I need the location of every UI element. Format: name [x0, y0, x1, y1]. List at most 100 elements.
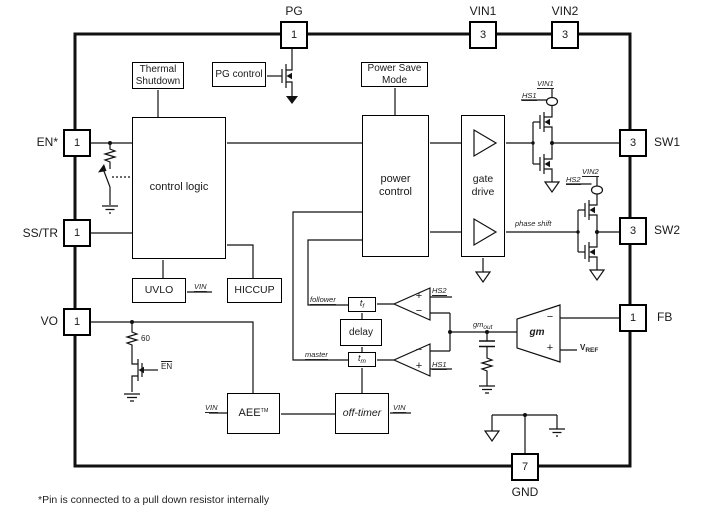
wire-master [292, 211, 362, 361]
pin-label-sw2: SW2 [654, 223, 681, 237]
sw1-power-stage [506, 89, 619, 194]
power-control-line2: control [378, 186, 413, 198]
block-control-logic: control logic [132, 117, 226, 259]
sw2-low-mosfet [578, 240, 598, 264]
thermal-line1: Thermal [139, 63, 177, 75]
comp-earth-ground [479, 385, 495, 394]
gate-drive-buffers [473, 128, 498, 284]
pin-en: 1 [63, 129, 91, 157]
net-vref: VREF [580, 343, 599, 354]
pin-label-en: EN* [36, 135, 58, 149]
gm-amp-label: gm [529, 327, 545, 338]
net-master: master [305, 350, 328, 360]
vo-discharge-resistor [124, 330, 140, 347]
pg-ground-arrow [286, 96, 298, 104]
pin-label-sw1: SW1 [654, 135, 681, 149]
sw1-ground [543, 181, 561, 194]
block-thermal-shutdown: Thermal Shutdown [132, 62, 184, 89]
en-earth-ground [102, 205, 118, 214]
vo-mosfet [131, 352, 138, 365]
pg-control-label: PG control [215, 68, 263, 80]
net-vin2: VIN2 [582, 167, 599, 177]
pin-label-vin2: VIN2 [551, 4, 579, 18]
gate-drive-ground [474, 271, 492, 284]
gm-plus: + [546, 342, 554, 354]
pin-pg: 1 [280, 21, 308, 49]
block-tf: tf [348, 297, 376, 312]
junction-dots [108, 141, 599, 417]
en-switch [102, 169, 111, 188]
gnd-earth-ground [549, 428, 565, 437]
hs1-current-sense [545, 96, 559, 107]
uvlo-label: UVLO [144, 284, 174, 297]
buffer-sw2 [473, 217, 498, 247]
block-delay: delay [340, 319, 382, 346]
net-follower: follower [310, 295, 336, 305]
sw1-low-mosfet [533, 152, 553, 176]
hs1-comparator-plus: + [415, 360, 423, 372]
pin-sstr: 1 [63, 219, 91, 247]
net-vin-offtimer: VIN [393, 403, 406, 413]
block-aee: AEETM [227, 393, 280, 434]
pulldown-resistor-value: 60 [141, 334, 150, 343]
hs1-comparator-minus: − [415, 344, 423, 356]
net-phase-shift: phase shift [515, 219, 552, 228]
control-logic-label: control logic [149, 181, 209, 194]
power-save-line2: Mode [381, 74, 407, 86]
pin-fb: 1 [619, 304, 647, 332]
block-pg-control: PG control [212, 62, 266, 87]
hiccup-label: HICCUP [234, 284, 275, 297]
gate-drive-line1: gate [472, 173, 494, 186]
tm-label: tm [358, 353, 366, 366]
net-hs1-fet: HS1 [522, 91, 537, 101]
block-uvlo: UVLO [132, 278, 186, 303]
pin-vin2: 3 [551, 21, 579, 49]
gmout-compensation [479, 332, 495, 394]
comparator-hs2 [392, 287, 431, 321]
wire-hiccup [227, 244, 254, 278]
net-gm-out: gmout [473, 320, 493, 331]
pin-label-fb: FB [657, 310, 673, 324]
block-tm: tm [348, 352, 376, 367]
gm-amplifier [516, 304, 619, 363]
en-pulldown-resistor [102, 147, 118, 164]
sw2-ground [588, 269, 606, 282]
aee-label: AEETM [238, 406, 269, 419]
off-timer-label: off-timer [342, 407, 382, 420]
hs2-current-sense [590, 185, 604, 195]
pin-label-gnd: GND [511, 485, 539, 499]
comp-resistor [479, 356, 495, 373]
net-hs1-comparator: HS1 [432, 360, 447, 370]
pin-label-sstr: SS/TR [22, 226, 58, 240]
block-power-save-mode: Power Save Mode [361, 62, 428, 87]
comparator-hs1 [392, 343, 431, 377]
delay-label: delay [349, 326, 373, 338]
pin-sw2: 3 [619, 217, 647, 245]
pin-vin1: 3 [469, 21, 497, 49]
gm-minus: − [546, 311, 554, 323]
block-hiccup: HICCUP [227, 278, 282, 303]
thermal-line2: Shutdown [135, 75, 181, 87]
net-en-bar: EN [161, 362, 173, 371]
pin-label-vo: VO [40, 314, 58, 328]
footnote: *Pin is connected to a pull down resisto… [38, 494, 270, 506]
hs2-comparator-minus: − [415, 305, 423, 317]
net-vin-aee: VIN [205, 403, 218, 413]
hs2-comparator-plus: + [415, 290, 423, 302]
power-save-line1: Power Save [367, 62, 422, 74]
gnd-network [483, 414, 565, 453]
tf-label: tf [359, 298, 365, 311]
pin-vo: 1 [63, 308, 91, 336]
vo-network [90, 321, 254, 402]
vo-earth-ground [124, 393, 140, 402]
sw2-high-mosfet [578, 198, 598, 222]
gate-drive-line2: drive [471, 186, 495, 198]
wire-en-to-control-logic [91, 142, 132, 205]
gnd-analog-ground [483, 430, 501, 443]
net-vin-uvlo: VIN [194, 282, 207, 292]
block-off-timer: off-timer [335, 393, 389, 434]
power-control-line1: power [380, 172, 411, 185]
pin-gnd: 7 [511, 453, 539, 481]
